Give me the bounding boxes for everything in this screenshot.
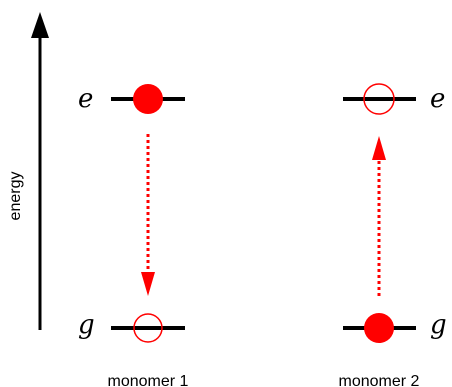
monomer-1-ground-label: g bbox=[78, 310, 95, 340]
monomer-2-excited-label: e bbox=[430, 84, 445, 114]
monomer-2-excited-electron-empty bbox=[363, 83, 395, 115]
monomer-1-excited-electron-filled bbox=[133, 84, 163, 114]
monomer-1: e g monomer 1 bbox=[78, 84, 189, 387]
energy-axis-label: energy bbox=[7, 172, 24, 221]
energy-axis bbox=[31, 12, 49, 330]
monomer-1-transition-arrowhead bbox=[141, 272, 155, 296]
monomer-2: e g monomer 2 bbox=[339, 83, 447, 387]
energy-axis-arrowhead bbox=[31, 12, 49, 38]
monomer-2-label: monomer 2 bbox=[339, 373, 420, 387]
monomer-1-excited-label: e bbox=[78, 84, 93, 114]
monomer-2-transition-arrowhead bbox=[372, 136, 386, 160]
monomer-2-ground-label: g bbox=[430, 310, 447, 340]
monomer-2-ground-electron-filled bbox=[364, 313, 394, 343]
monomer-1-label: monomer 1 bbox=[108, 373, 189, 387]
monomer-1-ground-electron-empty bbox=[133, 313, 163, 343]
